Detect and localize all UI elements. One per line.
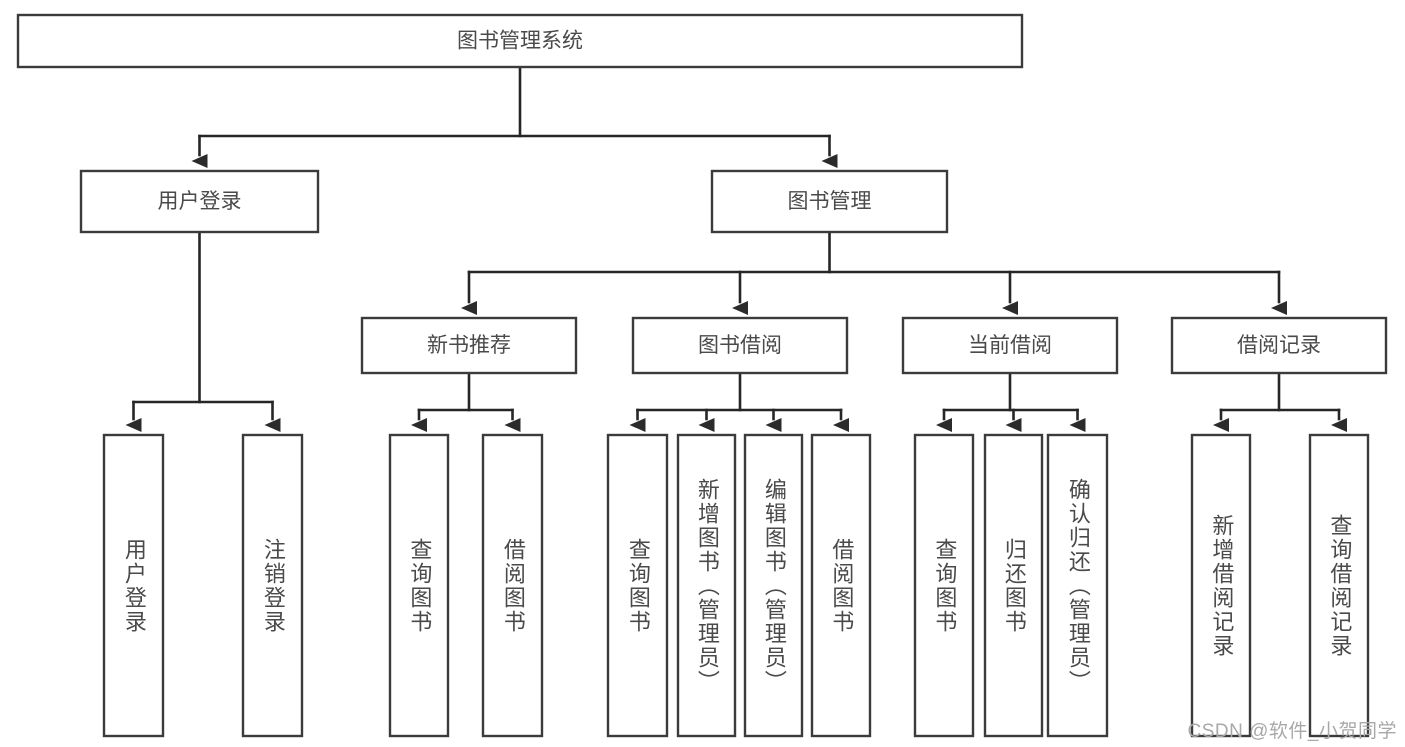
leaf-node-编辑图书管理员-6[interactable] [743,433,804,738]
leaf-node-rect[interactable] [913,433,975,738]
leaf-node-rect[interactable] [606,433,669,738]
root-node-rect[interactable] [16,13,1024,69]
level2-node-图书管理-label: 图书管理 [788,190,872,213]
level3-node-新书推荐-label: 新书推荐 [427,334,511,357]
leaf-node-借阅图书-3[interactable] [481,433,544,738]
level2-node-用户登录-label: 用户登录 [158,190,242,213]
level3-node-借阅记录-rect[interactable] [1170,316,1388,375]
level3-node-图书借阅-rect[interactable] [631,316,849,375]
leaf-node-新增借阅记录-11[interactable] [1190,433,1252,738]
level3-node-当前借阅-2[interactable]: 当前借阅 [901,316,1119,375]
leaf-node-查询图书-4[interactable] [606,433,669,738]
leaf-node-rect[interactable] [1190,433,1252,738]
connectors-layer [125,65,1347,432]
level2-node-图书管理-rect[interactable] [710,169,949,234]
level2-node-用户登录-0[interactable]: 用户登录 [79,169,320,234]
leaf-node-rect[interactable] [676,433,737,738]
leaf-node-rect[interactable] [241,433,304,738]
level3-node-借阅记录-3[interactable]: 借阅记录 [1170,316,1388,375]
leaf-node-rect[interactable] [481,433,544,738]
level3-node-当前借阅-rect[interactable] [901,316,1119,375]
level2-node-图书管理-1[interactable]: 图书管理 [710,169,949,234]
level3-node-当前借阅-label: 当前借阅 [968,334,1052,357]
leaf-node-新增图书管理员-5[interactable] [676,433,737,738]
leaf-node-查询图书-2[interactable] [388,433,450,738]
leaf-node-rect[interactable] [810,433,872,738]
leaf-node-rect[interactable] [1046,433,1109,738]
level3-node-图书借阅-label: 图书借阅 [698,334,782,357]
leaf-node-查询图书-8[interactable] [913,433,975,738]
leaf-node-rect[interactable] [1308,433,1370,738]
leaf-node-查询借阅记录-12[interactable] [1308,433,1370,738]
leaf-node-rect[interactable] [983,433,1044,738]
leaf-node-rect[interactable] [102,433,165,738]
leaf-node-用户登录-0[interactable] [102,433,165,738]
root-node[interactable]: 图书管理系统 [16,13,1024,69]
watermark-text: CSDN @软件_小贺同学 [1187,721,1397,742]
level3-node-图书借阅-1[interactable]: 图书借阅 [631,316,849,375]
leaf-node-借阅图书-7[interactable] [810,433,872,738]
leaf-node-rect[interactable] [388,433,450,738]
root-node-label: 图书管理系统 [457,30,583,53]
leaf-node-归还图书-9[interactable] [983,433,1044,738]
leaf-node-注销登录-1[interactable] [241,433,304,738]
level3-node-新书推荐-0[interactable]: 新书推荐 [360,316,578,375]
level3-node-新书推荐-rect[interactable] [360,316,578,375]
level3-node-借阅记录-label: 借阅记录 [1237,334,1321,357]
leaf-node-确认归还管理员-10[interactable] [1046,433,1109,738]
leaf-node-rect[interactable] [743,433,804,738]
level2-node-用户登录-rect[interactable] [79,169,320,234]
